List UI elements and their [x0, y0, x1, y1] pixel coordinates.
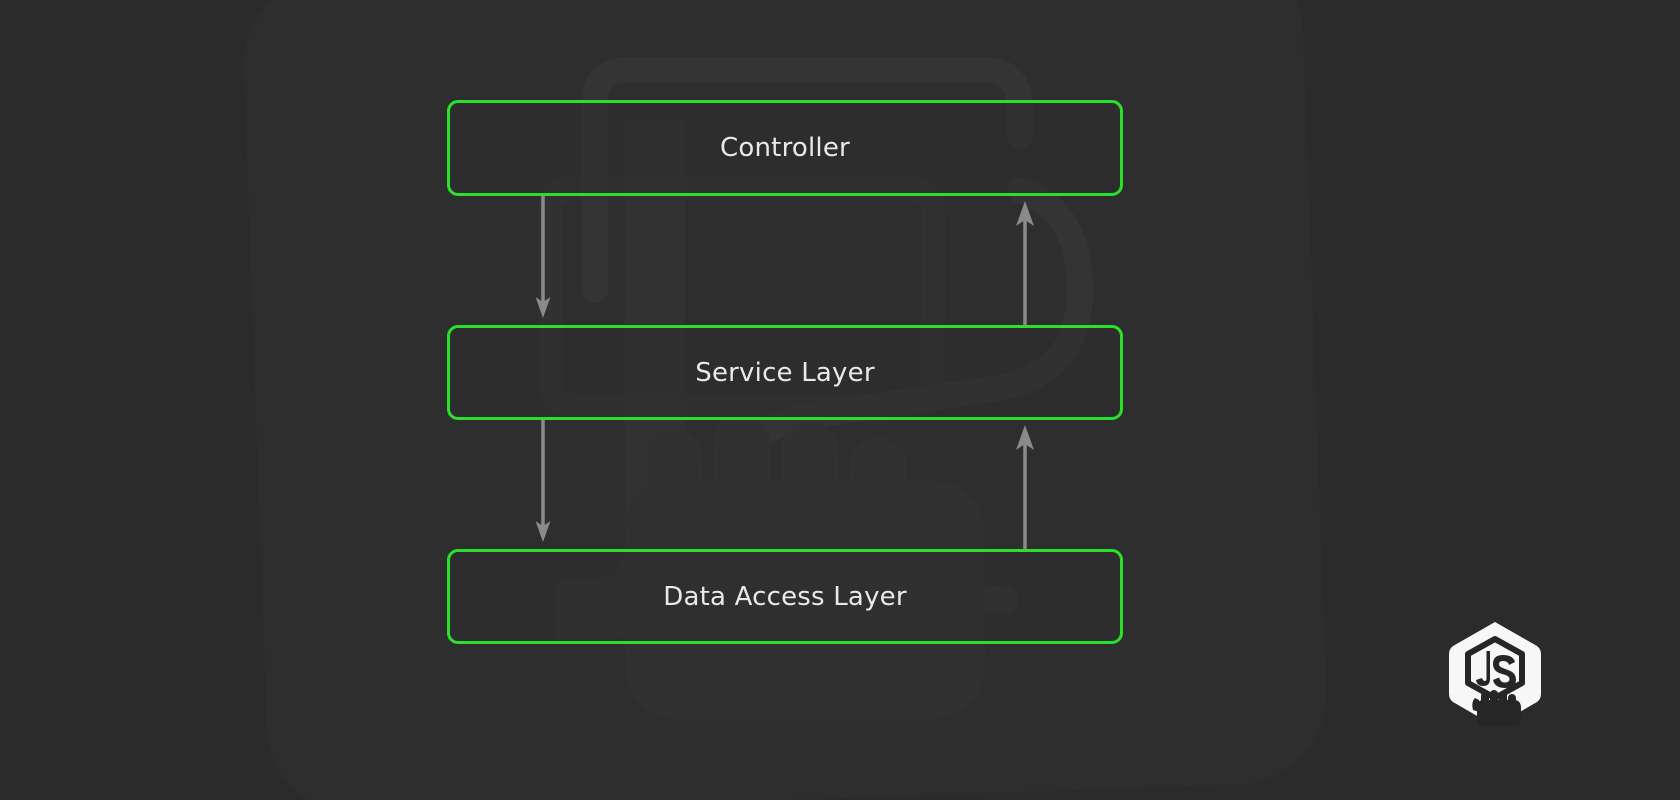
node-controller-label: Controller [720, 133, 850, 163]
connector-service-to-controller [1010, 196, 1040, 326]
node-service-layer-label: Service Layer [695, 357, 875, 388]
connector-controller-to-service [528, 196, 558, 326]
node-service-layer[interactable]: Service Layer [447, 325, 1123, 420]
connector-dal-to-service [1010, 420, 1040, 550]
connector-service-to-dal [528, 420, 558, 550]
node-data-access-layer[interactable]: Data Access Layer [447, 549, 1123, 644]
node-controller[interactable]: Controller [447, 100, 1123, 196]
js-fist-logo [1447, 620, 1543, 728]
node-data-access-layer-label: Data Access Layer [663, 581, 907, 612]
